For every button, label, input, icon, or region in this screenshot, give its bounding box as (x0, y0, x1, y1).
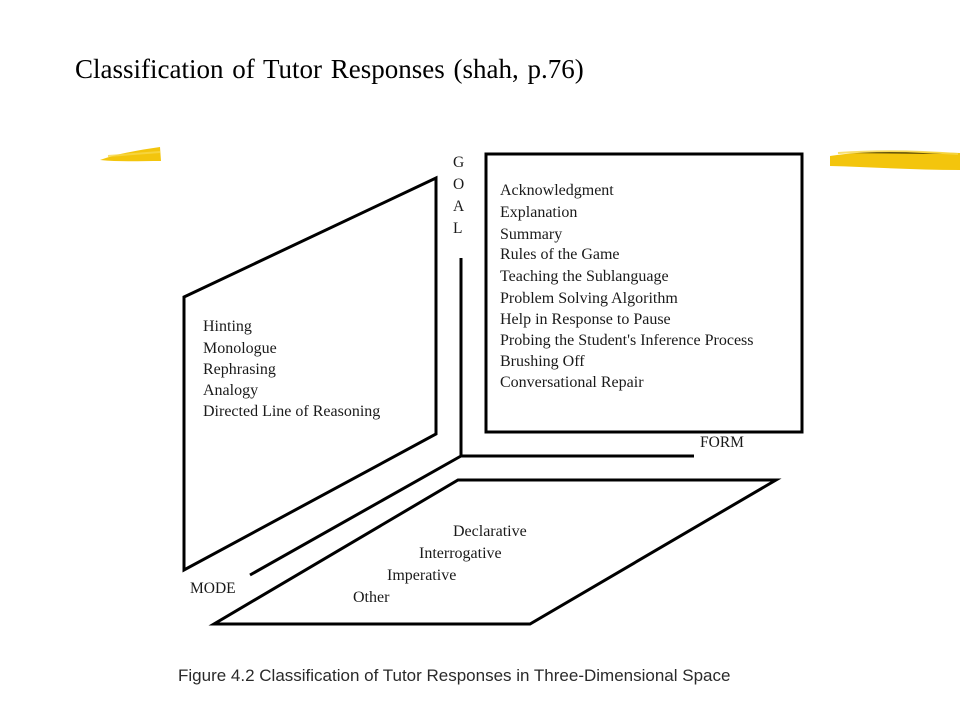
form-panel-items: Declarative Interrogative Imperative Oth… (353, 523, 527, 606)
mode-item: Analogy (203, 382, 258, 399)
goal-item: Summary (500, 226, 562, 243)
form-item: Imperative (387, 567, 456, 584)
mode-axis-line (249, 454, 462, 577)
mode-item: Monologue (203, 340, 277, 357)
form-axis-label: FORM (700, 434, 744, 451)
goal-letter: A (453, 198, 465, 215)
mode-item: Directed Line of Reasoning (203, 403, 380, 420)
goal-letter: L (453, 220, 462, 237)
mode-axis-label: MODE (190, 580, 236, 597)
goal-panel-items: Acknowledgment Explanation Summary Rules… (500, 182, 754, 391)
goal-item: Conversational Repair (500, 374, 644, 391)
mode-item: Rephrasing (203, 361, 276, 378)
goal-item: Probing the Student's Inference Process (500, 332, 754, 349)
goal-letter: O (453, 176, 464, 193)
goal-item: Explanation (500, 204, 577, 221)
goal-item: Problem Solving Algorithm (500, 290, 678, 307)
brush-accent-left (100, 147, 161, 162)
figure-caption: Figure 4.2 Classification of Tutor Respo… (178, 666, 730, 685)
goal-panel (484, 152, 804, 434)
form-item: Interrogative (419, 545, 502, 562)
form-item: Other (353, 589, 390, 606)
form-item: Declarative (453, 523, 527, 540)
goal-item: Teaching the Sublanguage (500, 268, 669, 285)
goal-item: Acknowledgment (500, 182, 614, 199)
goal-item: Rules of the Game (500, 246, 620, 263)
mode-item: Hinting (203, 318, 252, 335)
mode-panel (182, 175, 438, 573)
goal-axis-label: G O A L (453, 154, 465, 237)
brush-accent-right (830, 150, 960, 170)
mode-panel-items: Hinting Monologue Rephrasing Analogy Dir… (203, 318, 380, 420)
goal-letter: G (453, 154, 464, 171)
goal-item: Help in Response to Pause (500, 311, 671, 328)
form-panel (208, 478, 782, 626)
goal-item: Brushing Off (500, 353, 585, 370)
slide-title: Classification of Tutor Responses (shah,… (75, 54, 584, 84)
